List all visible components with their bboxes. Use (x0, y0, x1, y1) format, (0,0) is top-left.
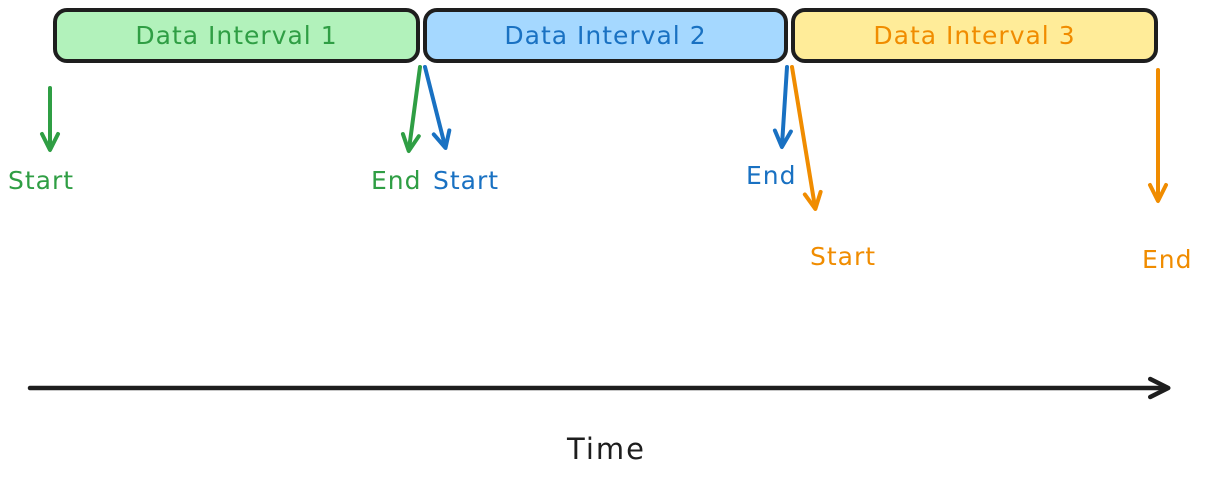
interval1-end-label: End (371, 166, 422, 195)
time-axis-label: Time (567, 432, 646, 466)
interval-1-label: Data Interval 1 (135, 21, 338, 50)
interval-3-label: Data Interval 3 (873, 21, 1076, 50)
interval1-start-label: Start (8, 166, 75, 195)
interval-2-label: Data Interval 2 (504, 21, 707, 50)
interval2-start-label: Start (433, 166, 500, 195)
interval-box-2: Data Interval 2 (423, 8, 788, 63)
interval-box-1: Data Interval 1 (53, 8, 420, 63)
interval1-end-arrow (400, 65, 422, 153)
interval2-end-label: End (746, 161, 797, 190)
interval2-start-arrow (423, 65, 452, 150)
interval3-start-label: Start (810, 242, 877, 271)
interval2-end-arrow (772, 65, 793, 149)
interval3-end-label: End (1142, 245, 1193, 274)
interval-box-3: Data Interval 3 (791, 8, 1158, 63)
